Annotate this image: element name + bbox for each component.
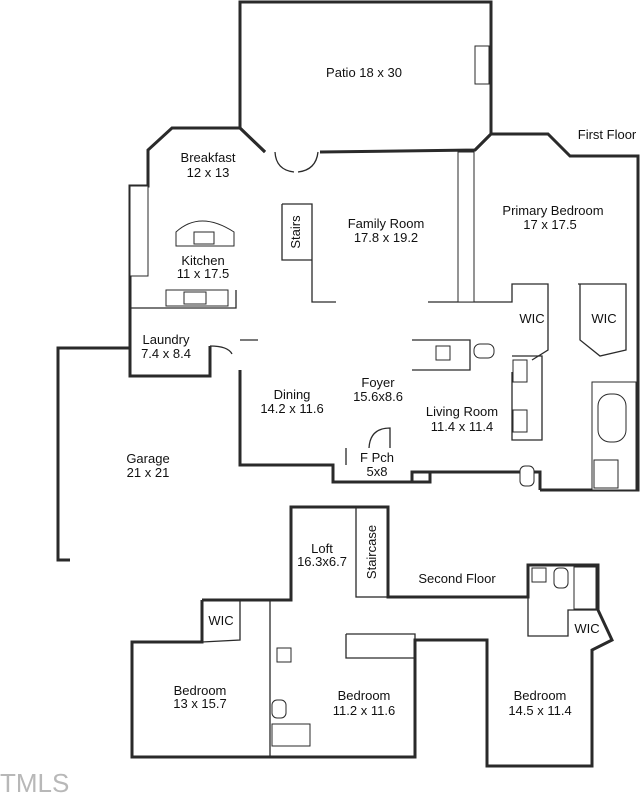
bed2-label: Bedroom xyxy=(338,688,391,703)
bath3-sink xyxy=(531,567,547,583)
wic3-label: WIC xyxy=(208,613,233,628)
bed1-label: Bedroom xyxy=(174,683,227,698)
vanity-2 xyxy=(512,409,528,433)
foyer-label: Foyer xyxy=(361,375,395,390)
bath2-sink xyxy=(276,647,292,663)
bath3-toilet xyxy=(553,567,569,589)
bed2-dims: 11.2 x 11.6 xyxy=(333,703,395,718)
family-divider xyxy=(428,283,549,361)
living-label: Living Room xyxy=(426,404,498,419)
laundry-label: Laundry xyxy=(143,332,190,347)
wic2-label: WIC xyxy=(591,311,616,326)
first-floor-label: First Floor xyxy=(578,127,637,142)
garage-outline xyxy=(56,346,130,562)
kitchen-dims: 11 x 17.5 xyxy=(177,266,230,281)
family-dims: 17.8 x 19.2 xyxy=(354,230,418,245)
column xyxy=(457,151,475,303)
wic-wall xyxy=(578,283,627,357)
range-top xyxy=(183,291,207,305)
living-dims: 11.4 x 11.4 xyxy=(431,419,493,434)
kitchen-wall xyxy=(130,290,237,309)
second-floor-label: Second Floor xyxy=(418,571,496,586)
garage-dims: 21 x 21 xyxy=(127,465,170,480)
toilet-primary xyxy=(519,465,535,487)
first-floor xyxy=(56,0,640,562)
primary-tub xyxy=(597,393,627,443)
room-labels: Patio 18 x 30 Breakfast 12 x 13 Family R… xyxy=(126,65,637,718)
bath2-toilet xyxy=(271,699,287,719)
primary-label: Primary Bedroom xyxy=(502,203,603,218)
stairs-label: Stairs xyxy=(288,215,303,249)
exterior-wall-east xyxy=(319,132,493,154)
primary-dims: 17 x 17.5 xyxy=(523,217,577,232)
garage-label: Garage xyxy=(126,451,169,466)
primary-outer-wall xyxy=(473,132,640,492)
loft-dims: 16.3x6.7 xyxy=(297,554,347,569)
patio-grill xyxy=(474,45,490,85)
stairs-inner xyxy=(281,204,312,261)
dining-label: Dining xyxy=(274,387,311,402)
family-label: Family Room xyxy=(348,216,425,231)
watermark-text: TMLS xyxy=(0,768,69,793)
loft-label: Loft xyxy=(311,541,333,556)
toilet-powder xyxy=(473,343,495,359)
bed3-dims: 14.5 x 11.4 xyxy=(508,703,571,718)
vanity-1 xyxy=(512,359,528,383)
porch-label: F Pch xyxy=(360,450,394,465)
foyer-dims: 15.6x8.6 xyxy=(353,389,403,404)
bath2-tub xyxy=(271,723,311,747)
bed3-outline xyxy=(130,600,614,768)
porch-wall xyxy=(238,370,432,484)
front-door xyxy=(368,427,391,449)
porch-dims: 5x8 xyxy=(367,464,388,479)
breakfast-dims: 12 x 13 xyxy=(187,165,230,180)
bed2-wall xyxy=(345,633,416,659)
pantry-counter xyxy=(129,185,149,277)
primary-shower xyxy=(593,459,619,489)
patio-label: Patio 18 x 30 xyxy=(326,65,402,80)
kitchen-label: Kitchen xyxy=(181,253,224,268)
bed1-dims: 13 x 15.7 xyxy=(173,696,227,711)
kitchen-sink xyxy=(193,231,215,245)
wic4-label: WIC xyxy=(574,621,599,636)
loft-outline xyxy=(202,505,600,610)
breakfast-label: Breakfast xyxy=(181,150,236,165)
sink-powder xyxy=(435,345,451,361)
dining-dims: 14.2 x 11.6 xyxy=(260,401,323,416)
bed3-divider xyxy=(527,597,598,637)
staircase-label: Staircase xyxy=(364,525,379,579)
stairs-wall xyxy=(282,203,336,303)
patio-door xyxy=(274,151,319,173)
laundry-dims: 7.4 x 8.4 xyxy=(141,346,191,361)
laundry-door xyxy=(209,345,233,355)
bath3-tub xyxy=(573,566,597,610)
foyer-wall xyxy=(412,339,471,371)
wic1-label: WIC xyxy=(519,311,544,326)
bed3-label: Bedroom xyxy=(514,688,567,703)
wic3-wall xyxy=(201,599,241,643)
second-floor xyxy=(130,505,614,768)
staircase-box xyxy=(355,506,389,598)
bath-wall xyxy=(511,355,543,441)
